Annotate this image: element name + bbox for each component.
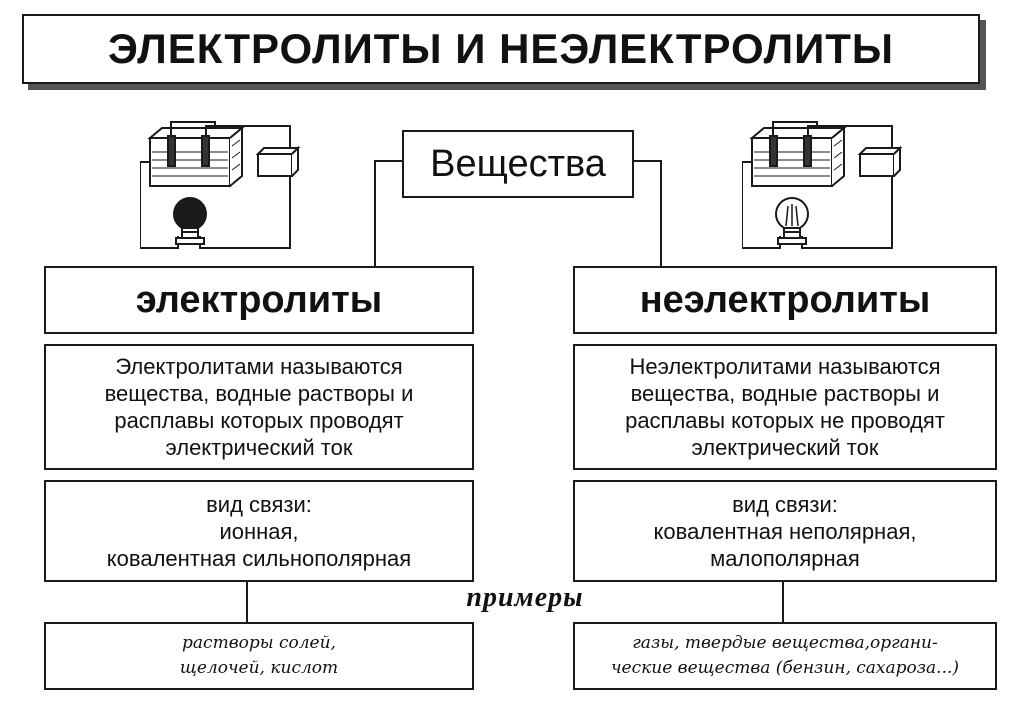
electrolytes-heading: электролиты <box>135 278 383 321</box>
nonelectrolytes-examples-box: газы, твердые вещества,органи- ческие ве… <box>573 622 997 690</box>
electrolytes-example-line: растворы солей, <box>182 633 336 653</box>
nonelectrolytes-bond-line: вид связи: <box>732 491 838 517</box>
lit-bulb-circuit-icon <box>140 121 301 249</box>
nonelectrolytes-heading-box: неэлектролиты <box>573 266 997 334</box>
nonelectrolytes-definition-line: Неэлектролитами называются <box>629 354 941 379</box>
nonelectrolytes-example-line: газы, твердые вещества,органи- <box>632 633 938 653</box>
nonelectrolytes-definition-line: расплавы которых не проводят <box>625 408 945 433</box>
nonelectrolytes-heading: неэлектролиты <box>639 278 931 321</box>
electrolytes-examples-box: растворы солей, щелочей, кислот <box>44 622 474 690</box>
connector-center-left-h <box>374 160 404 162</box>
nonelectrolytes-bond-line: ковалентная неполярная, <box>653 518 917 544</box>
examples-label: примеры <box>466 582 584 613</box>
electrolytes-definition-line: Электролитами называются <box>115 354 403 379</box>
substances-label: Вещества <box>430 142 606 185</box>
electrolytes-definition-line: электрический ток <box>165 435 353 460</box>
nonelectrolytes-definition-line: электрический ток <box>691 435 879 460</box>
unlit-bulb-circuit-icon <box>742 121 903 249</box>
electrolytes-bond-line: вид связи: <box>206 491 312 517</box>
electrolytes-bond-box: вид связи: ионная, ковалентная сильнопол… <box>44 480 474 582</box>
nonelectrolytes-bond-box: вид связи: ковалентная неполярная, малоп… <box>573 480 997 582</box>
connector-left-examples <box>246 582 248 624</box>
substances-box: Вещества <box>402 130 634 198</box>
electrolytes-definition-box: Электролитами называются вещества, водны… <box>44 344 474 470</box>
electrolytes-definition-line: расплавы которых проводят <box>114 408 404 433</box>
nonelectrolytes-bond-line: малополярная <box>710 545 860 571</box>
connector-center-right-h <box>632 160 662 162</box>
electrolytes-heading-box: электролиты <box>44 266 474 334</box>
connector-center-right-v <box>660 160 662 268</box>
electrolytes-definition-line: вещества, водные растворы и <box>104 381 414 406</box>
nonelectrolytes-definition-box: Неэлектролитами называются вещества, вод… <box>573 344 997 470</box>
connector-right-examples <box>782 582 784 624</box>
electrolytes-bond-line: ковалентная сильнополярная <box>106 545 412 571</box>
title-box: ЭЛЕКТРОЛИТЫ И НЕЭЛЕКТРОЛИТЫ <box>22 14 980 84</box>
connector-center-left-v <box>374 160 376 268</box>
electrolytes-bond-line: ионная, <box>219 518 299 544</box>
page-title: ЭЛЕКТРОЛИТЫ И НЕЭЛЕКТРОЛИТЫ <box>107 25 895 72</box>
nonelectrolytes-definition-line: вещества, водные растворы и <box>630 381 940 406</box>
electrolytes-example-line: щелочей, кислот <box>179 658 339 678</box>
nonelectrolytes-example-line: ческие вещества (бензин, сахароза...) <box>610 658 960 678</box>
